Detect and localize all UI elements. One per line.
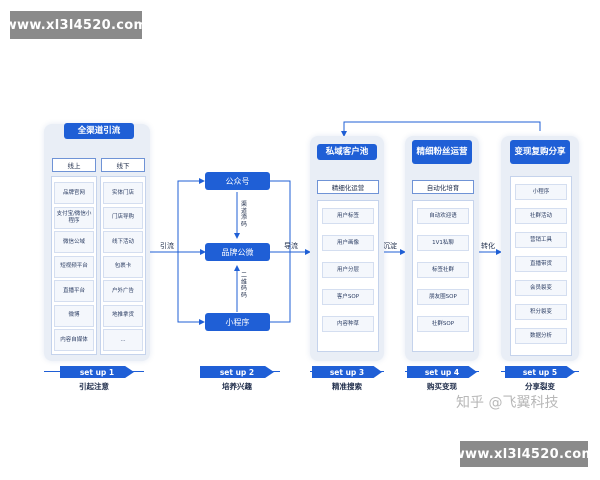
list-item: 门店导购 [103, 206, 143, 229]
list-item: 客户SOP [322, 289, 374, 305]
zhihu-watermark: 知乎 @飞翼科技 [456, 395, 559, 411]
list-item: 社群SOP [417, 316, 469, 332]
arrow-feedback [341, 121, 541, 137]
list-item: 1V1私聊 [417, 235, 469, 251]
stage1-sub-left: 线上 [52, 158, 96, 172]
list-item: ... [103, 329, 143, 351]
list-item: 社群活动 [515, 208, 567, 224]
list-item: 用户画像 [322, 235, 374, 251]
list-item: 直播平台 [54, 280, 94, 302]
list-item: 地推拿货 [103, 304, 143, 327]
list-item: 品牌官网 [54, 182, 94, 204]
flow-label-1: 引流 [160, 242, 174, 250]
list-item: 内容自媒体 [54, 329, 94, 351]
flow-label-2: 导流 [284, 242, 298, 250]
list-item: 会员裂变 [515, 280, 567, 296]
arrow-1-top [177, 178, 205, 252]
line-2-top [270, 180, 291, 252]
list-item: 用户分层 [322, 262, 374, 278]
stage5-step: set up 5 [505, 366, 575, 378]
list-item: 直播带货 [515, 256, 567, 272]
stage5-caption: 分享裂变 [525, 382, 555, 391]
list-item: 微信公域 [54, 231, 94, 253]
watermark-bottom: www.xl3l4520.com [453, 441, 595, 467]
list-item: 小程序 [515, 184, 567, 200]
stage1-step: set up 1 [60, 366, 134, 378]
stage4-caption: 购买变现 [427, 382, 457, 391]
stage2-top: 公众号 [205, 172, 270, 190]
stage4-step: set up 4 [407, 366, 477, 378]
list-item: 标签社群 [417, 262, 469, 278]
stage2-caption: 培养兴趣 [222, 382, 252, 391]
list-item: 积分裂变 [515, 304, 567, 320]
stage2-vlabel-2: 二维码码 [240, 272, 248, 300]
stage5-title: 变现复购分享 [510, 140, 570, 164]
list-item: 数据分析 [515, 328, 567, 344]
stage4-sub: 自动化培育 [412, 180, 474, 194]
flow-label-3: 沉淀 [383, 242, 397, 250]
list-item: 朋友圈SOP [417, 289, 469, 305]
list-item: 户外广告 [103, 280, 143, 302]
stage3-title: 私域客户池 [317, 144, 377, 160]
watermark-top: www.xl3l4520.com [5, 11, 147, 39]
arrow-1-bottom [177, 252, 205, 325]
list-item: 包裹卡 [103, 255, 143, 278]
stage3-caption: 精准搜索 [332, 382, 362, 391]
list-item: 内容种草 [322, 316, 374, 332]
stage1-caption: 引起注意 [79, 382, 109, 391]
stage4-title: 精细粉丝运营 [412, 140, 472, 164]
stage2-step: set up 2 [200, 366, 274, 378]
list-item: 短视频平台 [54, 255, 94, 278]
list-item: 实体门店 [103, 182, 143, 204]
stage3-step: set up 3 [312, 366, 382, 378]
list-item: 用户标签 [322, 208, 374, 224]
list-item: 自动欢迎语 [417, 208, 469, 224]
stage1-title: 全渠道引流 [64, 123, 134, 139]
list-item: 营销工具 [515, 232, 567, 248]
list-item: 微博 [54, 304, 94, 327]
list-item: 线下活动 [103, 231, 143, 253]
flow-label-4: 转化 [481, 242, 495, 250]
line-2-bottom [270, 252, 291, 323]
stage3-sub: 精细化运营 [317, 180, 379, 194]
list-item: 支付宝/微信小程序 [54, 206, 94, 229]
stage2-center: 品牌公微 [205, 243, 270, 261]
stage2-vlabel-1: 渠道添码 [240, 201, 248, 229]
stage2-bottom: 小程序 [205, 313, 270, 331]
stage1-sub-right: 线下 [101, 158, 145, 172]
